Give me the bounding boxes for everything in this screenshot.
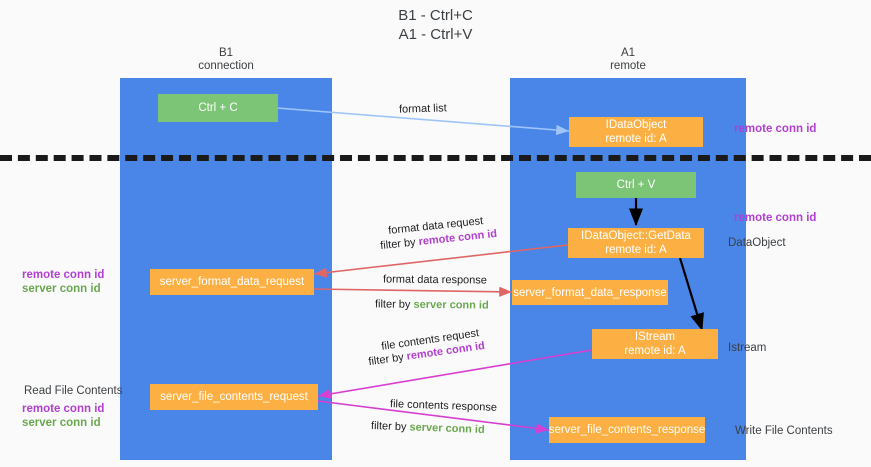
edge-label-format-list: format list bbox=[398, 102, 447, 116]
label-remote-conn-id-top: remote conn id bbox=[734, 123, 817, 135]
node-server-file-contents-response[interactable]: server_file_contents_response bbox=[549, 417, 705, 443]
node-server-format-data-response[interactable]: server_format_data_response bbox=[512, 280, 668, 305]
edge-label-file-contents-response-filter: filter by server conn id bbox=[371, 419, 485, 437]
node-idataobject[interactable]: IDataObject remote id: A bbox=[569, 117, 703, 147]
node-ctrl-c[interactable]: Ctrl + C bbox=[158, 94, 278, 122]
node-idataobject-getdata[interactable]: IDataObject::GetData remote id: A bbox=[568, 228, 704, 258]
node-istream-label: IStream remote id: A bbox=[624, 331, 686, 357]
label-dataobject: DataObject bbox=[728, 237, 786, 249]
filter-prefix: filter by bbox=[370, 420, 410, 434]
node-server-file-contents-request[interactable]: server_file_contents_request bbox=[150, 384, 318, 410]
filter-value: server conn id bbox=[413, 298, 489, 312]
filter-value: server conn id bbox=[409, 421, 485, 436]
node-ctrl-v[interactable]: Ctrl + V bbox=[576, 172, 696, 198]
node-server-format-data-request-label: server_format_data_request bbox=[159, 276, 305, 288]
node-server-file-contents-request-label: server_file_contents_request bbox=[160, 391, 308, 403]
node-idataobject-label: IDataObject remote id: A bbox=[605, 119, 667, 145]
node-server-format-data-request[interactable]: server_format_data_request bbox=[150, 269, 314, 295]
label-read-file-contents: Read File Contents bbox=[24, 385, 123, 397]
node-istream[interactable]: IStream remote id: A bbox=[592, 329, 718, 359]
column-header-b1: B1 connection bbox=[198, 47, 254, 72]
label-group-left-mid: remote conn id server conn id bbox=[22, 268, 104, 296]
phase-divider bbox=[0, 155, 871, 161]
edge-format-data-response bbox=[313, 286, 513, 297]
node-ctrl-v-label: Ctrl + V bbox=[616, 179, 656, 191]
edge-label-format-data-response: format data response bbox=[382, 273, 488, 287]
page-title: B1 - Ctrl+C A1 - Ctrl+V bbox=[398, 7, 473, 43]
label-group-left-bottom: remote conn id server conn id bbox=[22, 402, 104, 430]
filter-prefix: filter by bbox=[374, 298, 414, 311]
label-left-bottom-remote-conn-id: remote conn id bbox=[22, 403, 105, 415]
node-ctrl-c-label: Ctrl + C bbox=[198, 102, 238, 114]
filter-prefix: filter by bbox=[367, 350, 408, 369]
label-istream: Istream bbox=[728, 342, 767, 354]
node-server-file-contents-response-label: server_file_contents_response bbox=[548, 424, 706, 436]
label-remote-conn-id-mid: remote conn id bbox=[734, 212, 817, 224]
filter-prefix: filter by bbox=[379, 236, 420, 253]
label-write-file-contents: Write File Contents bbox=[735, 425, 833, 437]
column-header-a1: A1 remote bbox=[610, 47, 646, 72]
label-left-mid-remote-conn-id: remote conn id bbox=[22, 269, 105, 281]
label-left-mid-server-conn-id: server conn id bbox=[22, 283, 101, 295]
edge-label-file-contents-response: file contents response bbox=[389, 398, 498, 414]
edge-label-format-data-response-filter: filter by server conn id bbox=[375, 297, 489, 312]
node-idataobject-getdata-label: IDataObject::GetData remote id: A bbox=[581, 230, 691, 256]
label-left-bottom-server-conn-id: server conn id bbox=[22, 417, 101, 429]
node-server-format-data-response-label: server_format_data_response bbox=[513, 286, 667, 299]
